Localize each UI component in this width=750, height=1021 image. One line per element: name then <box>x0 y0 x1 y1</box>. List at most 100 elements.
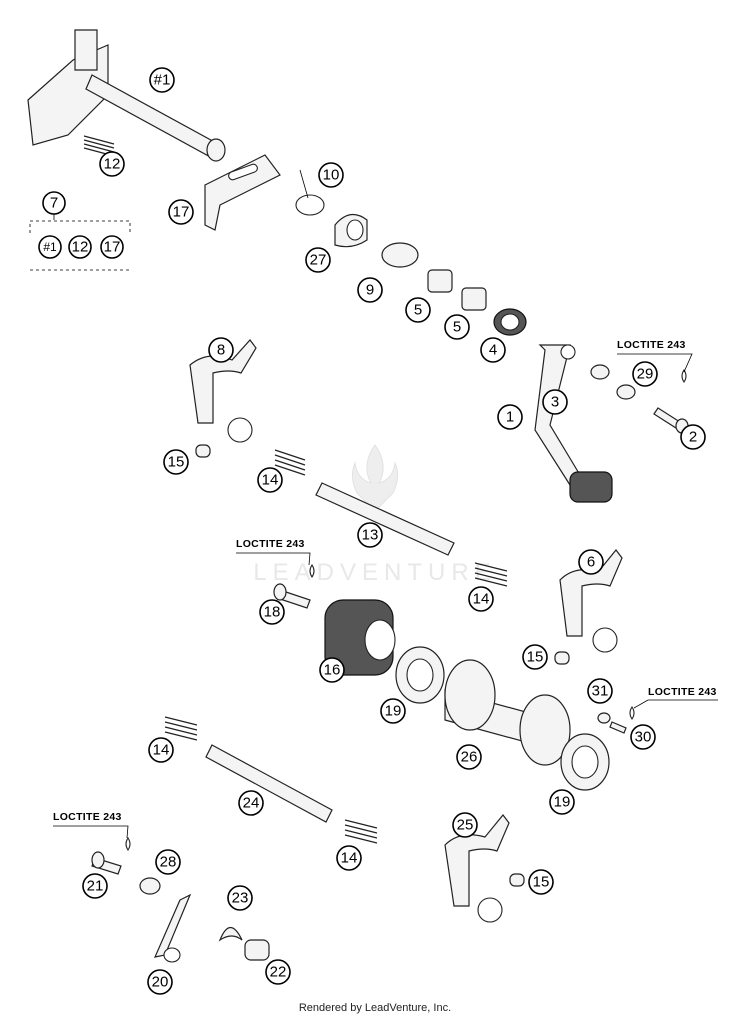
fork-shaft-24-part <box>205 744 333 823</box>
callout-17: 17 <box>168 199 194 225</box>
callout-30: 30 <box>630 724 656 750</box>
loctite-drop-left <box>309 564 315 578</box>
callout-number: 27 <box>310 252 327 269</box>
callout-circle <box>357 277 383 303</box>
callout-25: 25 <box>452 812 478 838</box>
callout-circle <box>336 845 362 871</box>
shift-fork-6-part <box>559 549 623 653</box>
callout-circle <box>587 678 613 704</box>
group-callout-number: 7 <box>50 195 58 212</box>
bolt-21-part <box>91 851 122 875</box>
part-27-shape <box>334 214 368 248</box>
callout-12: 12 <box>99 151 125 177</box>
callout-circle <box>497 404 523 430</box>
callout-circle <box>380 698 406 724</box>
callout-number: 2 <box>689 429 697 446</box>
callout-3: 3 <box>542 389 568 415</box>
callout-circle <box>357 522 383 548</box>
loctite-drop-top <box>681 369 687 383</box>
callout-26: 26 <box>456 744 482 770</box>
needle-bearing-5b-part <box>461 287 487 311</box>
callout-number: 6 <box>587 554 595 571</box>
callout-14: 14 <box>336 845 362 871</box>
callout-circle <box>149 67 175 93</box>
callout-number: 14 <box>473 591 490 608</box>
callout-circle <box>549 789 575 815</box>
group-member-label: #1 <box>43 240 57 254</box>
callout-circle <box>257 467 283 493</box>
callout-circle <box>542 389 568 415</box>
washer-29-part <box>616 384 636 400</box>
washer-28-part <box>139 877 161 895</box>
callout-number: 15 <box>168 454 185 471</box>
callout-circle <box>578 549 604 575</box>
callout-circle <box>456 744 482 770</box>
callout-number: 21 <box>87 878 104 895</box>
loctite-label-right: LOCTITE 243 <box>633 686 718 709</box>
washer-3-part <box>590 364 610 380</box>
callout-hash-1: #1 <box>149 67 175 93</box>
callout-number: 30 <box>635 729 652 746</box>
callout-21: 21 <box>82 873 108 899</box>
callout-2: 2 <box>680 424 706 450</box>
callout-circle <box>147 969 173 995</box>
callout-23: 23 <box>227 885 253 911</box>
callout-31: 31 <box>587 678 613 704</box>
shift-drum-26-part <box>444 659 571 766</box>
washer-31-part <box>597 712 611 724</box>
callout-9: 9 <box>357 277 383 303</box>
screw-30-part <box>609 721 627 734</box>
callout-circle <box>259 599 285 625</box>
callout-20: 20 <box>147 969 173 995</box>
loctite-label-text: LOCTITE 243 <box>236 538 305 550</box>
needle-bearing-5a-part <box>427 269 453 293</box>
bearing-19b-part <box>560 733 610 791</box>
callout-19: 19 <box>380 698 406 724</box>
callout-number: 17 <box>173 204 190 221</box>
roller-22-part <box>244 939 270 961</box>
callout-number: 5 <box>453 319 461 336</box>
callout-circle <box>522 644 548 670</box>
callout-circle <box>405 297 431 323</box>
callout-19: 19 <box>549 789 575 815</box>
watermark-logo: LEADVENTURE <box>253 444 491 586</box>
shift-fork-8-part <box>189 339 257 443</box>
callout-number: 8 <box>217 342 225 359</box>
callout-6: 6 <box>578 549 604 575</box>
callout-number: 20 <box>152 974 169 991</box>
callout-circle <box>452 812 478 838</box>
washer-9-part <box>381 242 419 268</box>
callout-number: 19 <box>554 794 571 811</box>
callout-circle <box>227 885 253 911</box>
callout-circle <box>480 337 506 363</box>
guide-pin-15c-part <box>509 873 525 887</box>
callout-number: 4 <box>489 342 497 359</box>
callout-number: 14 <box>341 850 358 867</box>
callout-8: 8 <box>208 337 234 363</box>
callout-circle <box>163 449 189 475</box>
loctite-label-text: LOCTITE 243 <box>648 686 717 698</box>
callout-number: 12 <box>104 156 121 173</box>
spring-14c-part <box>164 716 198 741</box>
callout-number: 23 <box>232 890 249 907</box>
loctite-drop-right <box>629 706 635 720</box>
callout-18: 18 <box>259 599 285 625</box>
callout-number: 18 <box>264 604 281 621</box>
callout-24: 24 <box>238 790 264 816</box>
callout-number: 29 <box>637 366 654 383</box>
callout-number: 31 <box>592 683 609 700</box>
callout-circle <box>208 337 234 363</box>
spring-14d-part <box>344 819 378 844</box>
callout-circle <box>155 849 181 875</box>
callout-14: 14 <box>257 467 283 493</box>
group-member-label: 17 <box>104 239 121 256</box>
callout-circle <box>82 873 108 899</box>
spring-23-part <box>218 926 243 942</box>
spring-12-part <box>83 135 115 157</box>
callout-22: 22 <box>265 959 291 985</box>
callout-27: 27 <box>305 247 331 273</box>
callout-5: 5 <box>444 314 470 340</box>
fork-shaft-13-part <box>315 482 455 556</box>
shift-pedal-1-part <box>534 344 613 503</box>
